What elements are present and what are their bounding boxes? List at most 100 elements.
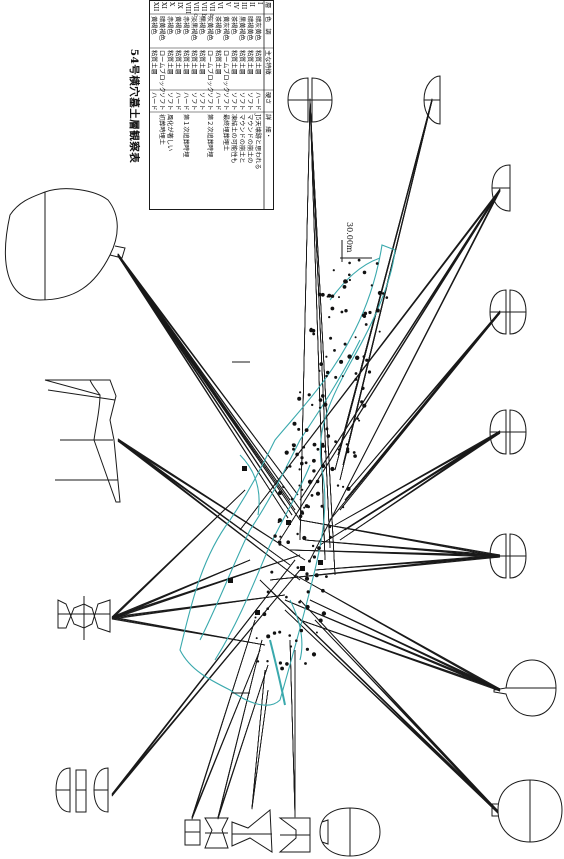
connector-line: [117, 440, 291, 566]
find-spot-dot: [266, 607, 270, 610]
find-spot-dot: [278, 661, 282, 665]
find-spot-dot: [355, 355, 360, 360]
find-spot-dot: [334, 440, 337, 443]
table-cell: IV: [232, 2, 239, 9]
table-cell: 最終埋葬埋土: [222, 114, 229, 152]
find-spot-dot: [324, 450, 327, 453]
find-spot-dot: [321, 588, 325, 593]
find-spot-dot: [310, 494, 314, 497]
table-cell: 黄褐色: [174, 16, 181, 35]
find-spot-dot: [290, 497, 294, 501]
table-cell: VII b: [200, 2, 207, 18]
find-spot-dot: [343, 342, 347, 346]
table-cell: 灰黄褐色: [206, 16, 213, 41]
find-spot-dot: [312, 442, 317, 447]
table-cell: ハード: [254, 92, 261, 111]
table-cell: ソフト: [166, 92, 173, 111]
find-spot-dot: [266, 590, 270, 594]
connector-line: [299, 619, 501, 692]
table-cell: 粘質土層: [230, 50, 237, 75]
find-spot-dot: [266, 660, 269, 663]
table-cell: 粘質土層: [246, 50, 253, 75]
find-spot-dot: [347, 354, 352, 359]
table-cell: III: [240, 2, 247, 10]
find-spot-dot: [317, 546, 321, 550]
find-spot-dot: [330, 306, 335, 311]
find-spot-dot: [273, 534, 277, 538]
connector-line: [259, 579, 499, 814]
table-cell: 茶褐色: [230, 16, 237, 35]
find-spot-dot: [318, 618, 323, 623]
find-spot-dot: [385, 296, 389, 299]
find-spot-dot: [328, 316, 331, 319]
find-spot-dot: [289, 645, 293, 648]
connector-line: [217, 664, 269, 820]
vessel-large-jar-top-left: [5, 188, 126, 301]
find-spot-dot: [304, 461, 308, 465]
find-spot-dot: [342, 285, 347, 289]
find-spot-dot: [308, 559, 311, 563]
table-cell: 粘質土層: [198, 50, 205, 75]
find-spot-dot: [325, 355, 328, 358]
find-spot-dot: [282, 485, 285, 489]
find-spot-dot: [302, 535, 307, 541]
find-spot-dot: [280, 666, 284, 671]
find-spot-dot: [295, 639, 298, 642]
table-cell: 初葬時埋土: [158, 114, 165, 145]
find-spot-dot: [341, 375, 344, 378]
find-spot-dot: [348, 273, 351, 277]
find-spot-dot: [256, 660, 260, 663]
connector-line: [111, 618, 266, 646]
layer-marker: [255, 610, 260, 615]
find-spot-dot: [285, 595, 288, 599]
find-spot-dot: [279, 535, 282, 538]
find-spot-dot: [352, 451, 356, 454]
find-spot-dot: [306, 590, 310, 594]
find-spot-dot: [304, 662, 307, 665]
find-spot-dot: [292, 443, 296, 448]
connector-line: [339, 432, 501, 541]
connector-line: [309, 599, 501, 692]
table-cell: 暗黄褐色: [158, 16, 165, 41]
connector-line: [347, 312, 501, 491]
table-cell: XI: [160, 2, 167, 9]
connector-line: [299, 519, 501, 558]
find-spot-dot: [361, 313, 366, 318]
table-cell: ロームブロック: [158, 50, 165, 93]
find-spot-dot: [304, 428, 309, 432]
find-spot-dot: [367, 370, 372, 374]
find-spot-dot: [319, 362, 324, 366]
connector-line: [111, 559, 296, 797]
find-spot-dot: [318, 369, 321, 372]
connector-line: [191, 649, 261, 820]
table-cell: ソフト: [158, 92, 165, 111]
find-spot-dot: [375, 262, 379, 265]
find-spot-dot: [328, 535, 332, 539]
table-cell: 第２次追葬時埋: [206, 114, 213, 158]
layer-marker: [228, 578, 233, 583]
connector-line: [117, 255, 303, 513]
find-spot-dot: [301, 510, 304, 513]
find-spot-dot: [298, 600, 301, 604]
table-cell: XII: [152, 2, 159, 12]
find-spot-dot: [326, 434, 331, 438]
find-spot-dot: [330, 466, 335, 472]
find-spot-dot: [307, 479, 313, 484]
table-cell: ソフト: [246, 92, 253, 111]
table-cell: ソフト: [230, 92, 237, 111]
find-spot-dot: [307, 505, 310, 509]
find-spot-dot: [285, 662, 289, 666]
table-cell: ソフト: [198, 92, 205, 111]
find-spot-dot: [361, 386, 365, 390]
find-spot-dot: [357, 258, 361, 262]
table-cell: ソフト: [238, 92, 245, 111]
find-spot-dot: [315, 631, 318, 634]
find-spot-dot: [370, 284, 373, 287]
table-cell: 赤褐色: [166, 16, 173, 35]
find-spot-dot: [379, 291, 382, 294]
table-cell: 粘質土層: [174, 50, 181, 75]
find-spot-dot: [305, 647, 309, 651]
plan-layer-markers: [228, 466, 323, 615]
table-cell: 粘質土層: [254, 50, 261, 75]
